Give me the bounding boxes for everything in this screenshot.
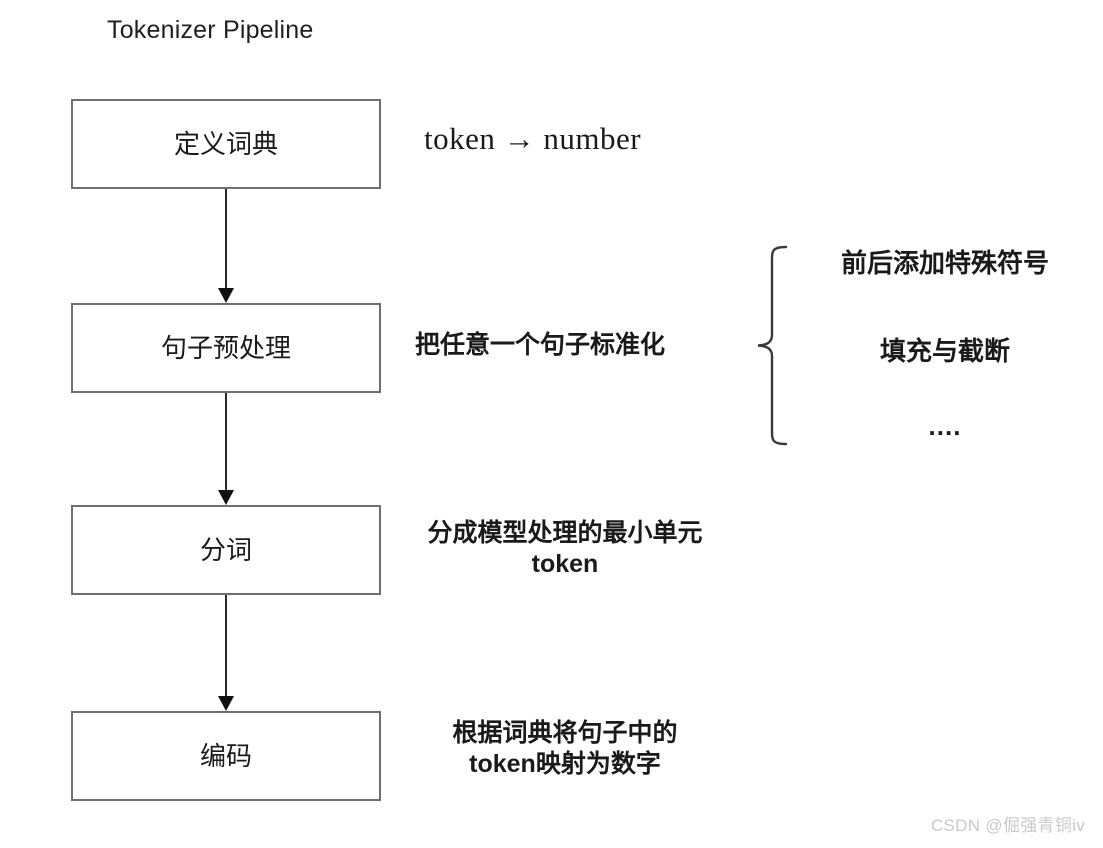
brace-item-list: 前后添加特殊符号 填充与截断 .... (800, 243, 1090, 448)
arrow-stem (225, 189, 227, 288)
arrow-head (218, 490, 234, 505)
flow-node-label: 定义词典 (173, 129, 278, 159)
brace-item: .... (928, 411, 962, 441)
page-title: Tokenizer Pipeline (107, 16, 314, 44)
brace-item: 填充与截断 (879, 336, 1010, 366)
flow-node-encode[interactable]: 编码 (71, 711, 381, 801)
curly-brace-icon (757, 245, 788, 446)
arrow-head (218, 696, 234, 711)
flow-node-label: 句子预处理 (160, 333, 291, 363)
annotation-tokenize: 分成模型处理的最小单元 token (427, 519, 703, 579)
annotation-preprocess: 把任意一个句子标准化 (415, 331, 666, 359)
flow-node-tokenize[interactable]: 分词 (71, 505, 381, 595)
brace-item: 前后添加特殊符号 (840, 248, 1049, 278)
watermark: CSDN @倔强青铜iv (930, 816, 1085, 835)
down-arrow-icon-3 (217, 595, 234, 711)
flow-node-label: 编码 (199, 741, 252, 771)
arrow-stem (225, 595, 227, 696)
down-arrow-icon-1 (217, 189, 234, 303)
down-arrow-icon-2 (217, 393, 234, 505)
brace-group-preprocess: 前后添加特殊符号 填充与截断 .... (752, 243, 1092, 448)
flow-node-label: 分词 (199, 535, 252, 565)
annotation-define-vocab: token → number (424, 121, 642, 156)
flow-node-define-vocab[interactable]: 定义词典 (71, 99, 381, 189)
annotation-encode: 根据词典将句子中的 token映射为数字 (452, 719, 678, 779)
arrow-head (218, 288, 234, 303)
flow-node-preprocess[interactable]: 句子预处理 (71, 303, 381, 393)
arrow-stem (225, 393, 227, 490)
